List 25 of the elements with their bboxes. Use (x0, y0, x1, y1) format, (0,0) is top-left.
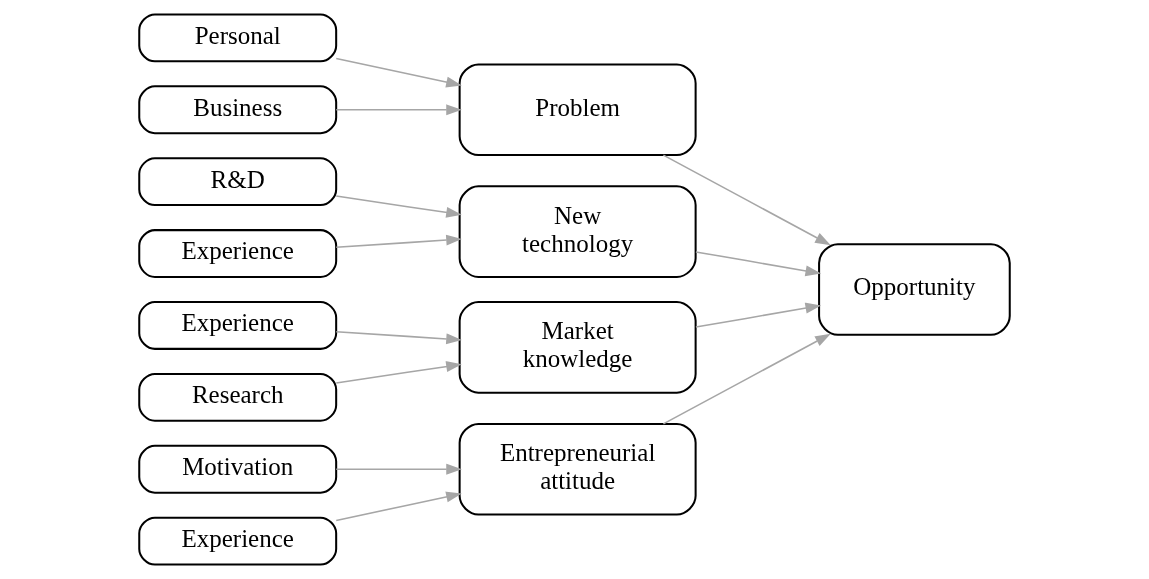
arrow (335, 234, 462, 249)
arrow (335, 104, 462, 116)
node-box: Entrepreneurial attitude (458, 422, 697, 516)
node-box: Personal (138, 13, 338, 63)
arrow (662, 154, 831, 246)
node-box: Business (138, 85, 338, 135)
node-box: Experience (138, 516, 338, 566)
arrow (662, 333, 831, 425)
arrow (335, 361, 462, 384)
arrow (335, 463, 462, 475)
node-box: Market knowledge (458, 301, 697, 394)
node-box: New technology (458, 185, 697, 278)
node-box: Experience (138, 301, 338, 350)
arrow (335, 330, 462, 345)
node-box: Motivation (138, 444, 338, 494)
node-box: Experience (138, 229, 338, 278)
node-box: R&D (138, 157, 338, 207)
arrow (695, 251, 822, 277)
arrow (695, 302, 822, 328)
arrow (335, 491, 462, 522)
arrow (335, 195, 462, 218)
node-box: Opportunity (818, 243, 1011, 336)
arrow (335, 57, 462, 88)
node-box: Problem (458, 63, 697, 157)
node-box: Research (138, 372, 338, 422)
